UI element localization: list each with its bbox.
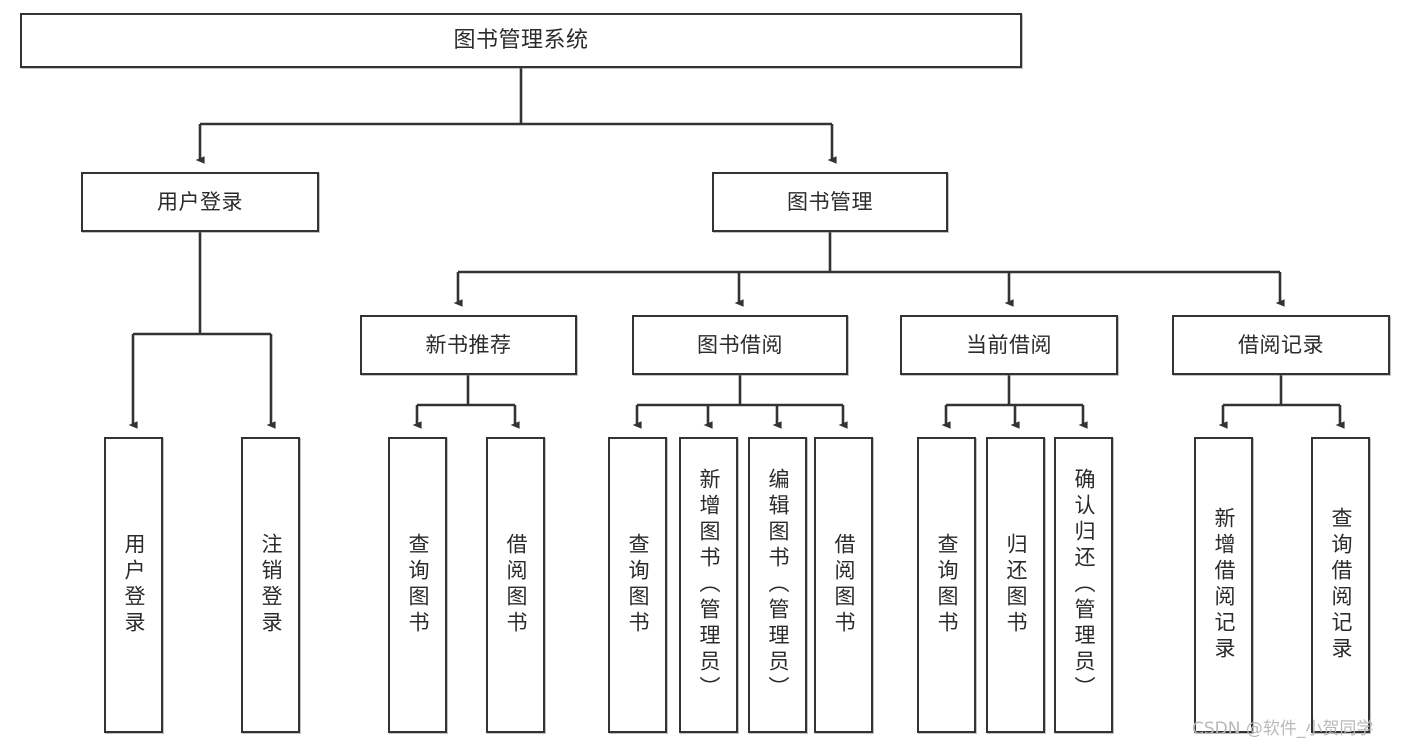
leaf-current-query-book[interactable]: 查询图书 bbox=[917, 437, 976, 733]
leaf-user-login-login[interactable]: 用户登录 bbox=[104, 437, 163, 733]
leaf-recommend-borrow-book[interactable]: 借阅图书 bbox=[486, 437, 545, 733]
node-current-borrow[interactable]: 当前借阅 bbox=[900, 315, 1118, 375]
node-book-management[interactable]: 图书管理 bbox=[712, 172, 948, 232]
node-label: 新书推荐 bbox=[425, 332, 512, 357]
node-label: 图书管理 bbox=[787, 189, 873, 214]
node-label: 用户登录 bbox=[122, 533, 146, 637]
leaf-record-add-record[interactable]: 新增借阅记录 bbox=[1194, 437, 1253, 733]
leaf-borrow-borrow-book[interactable]: 借阅图书 bbox=[814, 437, 873, 733]
node-label: 新增借阅记录 bbox=[1212, 507, 1236, 663]
watermark-text: CSDN @软件_小贺同学 bbox=[1192, 719, 1374, 739]
node-borrow-record[interactable]: 借阅记录 bbox=[1172, 315, 1390, 375]
node-label: 归还图书 bbox=[1004, 533, 1028, 637]
node-label: 借阅图书 bbox=[832, 533, 856, 637]
node-label: 查询图书 bbox=[406, 533, 430, 637]
leaf-user-login-logout[interactable]: 注销登录 bbox=[241, 437, 300, 733]
leaf-borrow-add-book-admin[interactable]: 新增图书（管理员） bbox=[679, 437, 738, 733]
node-label: 当前借阅 bbox=[966, 332, 1052, 357]
leaf-borrow-edit-book-admin[interactable]: 编辑图书（管理员） bbox=[748, 437, 807, 733]
leaf-current-confirm-return-admin[interactable]: 确认归还（管理员） bbox=[1054, 437, 1113, 733]
node-label: 用户登录 bbox=[157, 189, 243, 214]
node-label: 确认归还（管理员） bbox=[1072, 468, 1096, 702]
node-label: 图书管理系统 bbox=[453, 27, 589, 53]
node-label: 查询图书 bbox=[626, 533, 650, 637]
node-label: 借阅记录 bbox=[1238, 332, 1324, 357]
node-label: 查询图书 bbox=[935, 533, 959, 637]
node-label: 查询借阅记录 bbox=[1329, 507, 1353, 663]
node-user-login[interactable]: 用户登录 bbox=[81, 172, 319, 232]
node-label: 编辑图书（管理员） bbox=[766, 468, 790, 702]
leaf-recommend-query-book[interactable]: 查询图书 bbox=[388, 437, 447, 733]
leaf-record-query-record[interactable]: 查询借阅记录 bbox=[1311, 437, 1370, 733]
node-root-system[interactable]: 图书管理系统 bbox=[20, 13, 1022, 68]
node-label: 图书借阅 bbox=[697, 332, 783, 357]
node-label: 新增图书（管理员） bbox=[697, 468, 721, 702]
leaf-borrow-query-book[interactable]: 查询图书 bbox=[608, 437, 667, 733]
node-new-book-recommend[interactable]: 新书推荐 bbox=[360, 315, 577, 375]
node-book-borrow[interactable]: 图书借阅 bbox=[632, 315, 848, 375]
node-label: 借阅图书 bbox=[504, 533, 528, 637]
node-label: 注销登录 bbox=[259, 533, 283, 637]
leaf-current-return-book[interactable]: 归还图书 bbox=[986, 437, 1045, 733]
